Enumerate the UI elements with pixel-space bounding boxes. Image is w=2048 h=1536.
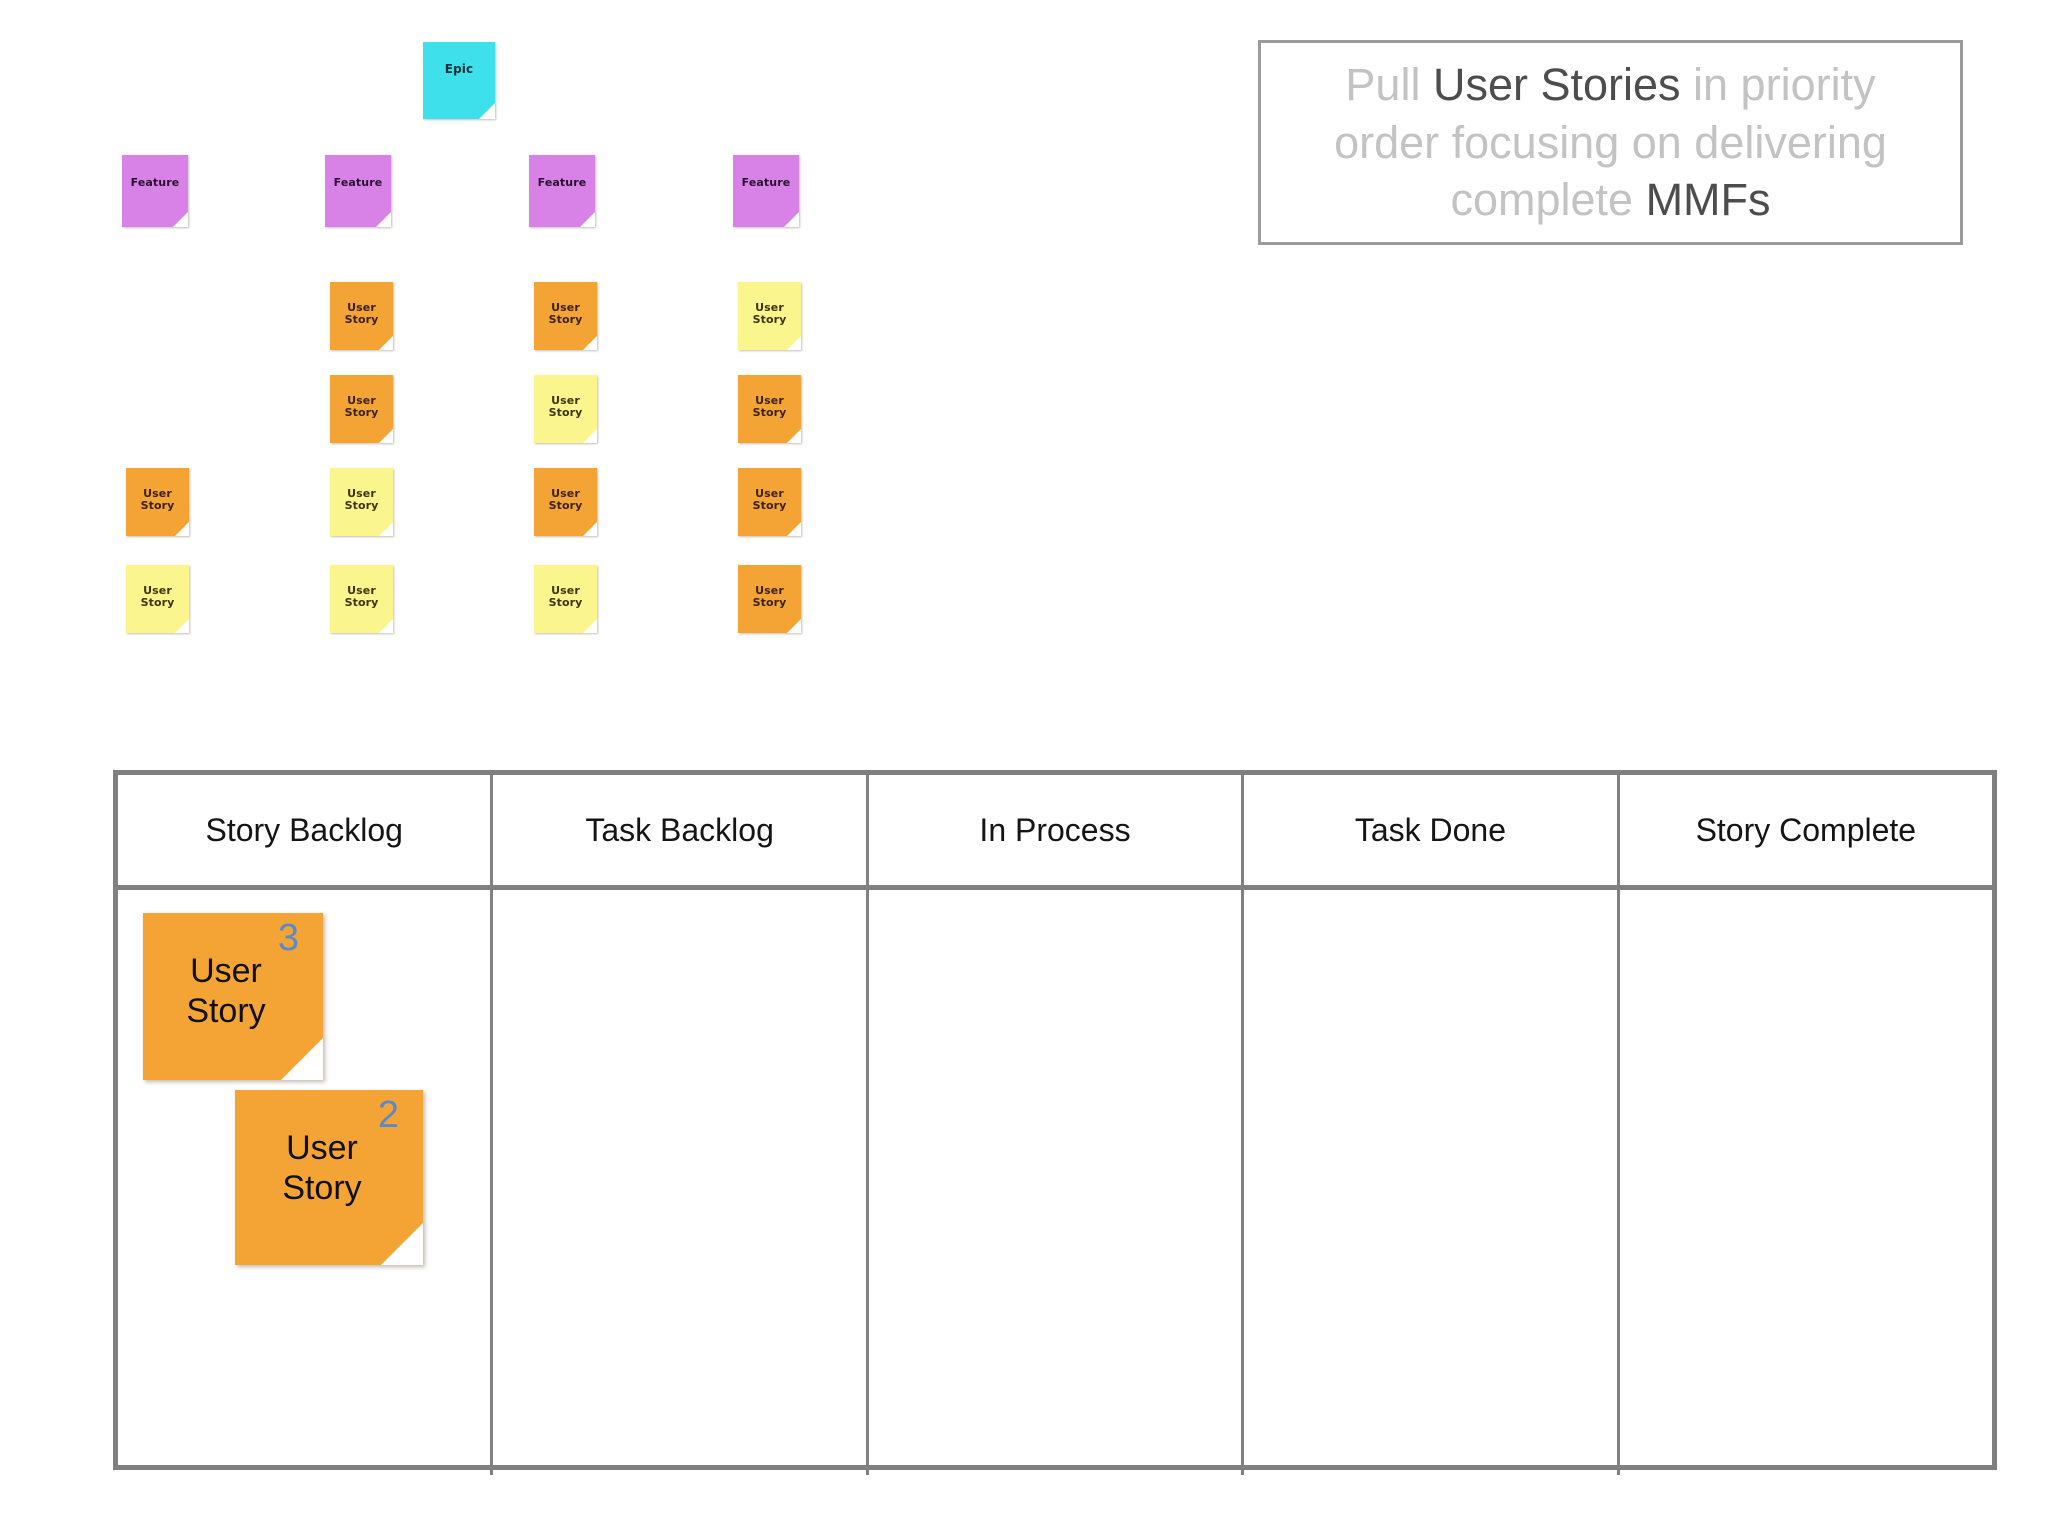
sticky-note-label: Feature <box>537 176 587 189</box>
sticky-note-label: User Story <box>752 486 787 512</box>
callout-emphasis-mmfs: MMFs <box>1645 174 1771 226</box>
sticky-note-user-story[interactable]: User Story <box>330 565 393 633</box>
sticky-note-label: User Story <box>752 393 787 419</box>
sticky-note-user-story[interactable]: User Story <box>126 468 189 536</box>
kanban-column-story-backlog[interactable]: 3 User Story 2 User Story <box>118 890 494 1475</box>
sticky-note-user-story[interactable]: User Story <box>534 468 597 536</box>
sticky-note-feature-2[interactable]: Feature <box>325 155 391 227</box>
story-point-count: 2 <box>377 1094 399 1136</box>
sticky-note-user-story[interactable]: User Story <box>738 375 801 443</box>
sticky-note-label: Epic <box>444 62 474 76</box>
callout-part-2: in priority order focusing on delivering… <box>1334 59 1887 226</box>
kanban-column-header-in-process[interactable]: In Process <box>869 775 1245 885</box>
sticky-note-label: User Story <box>344 300 379 326</box>
sticky-note-label: User Story <box>548 300 583 326</box>
board-sticky-note-user-story-2[interactable]: 2 User Story <box>235 1090 423 1265</box>
sticky-note-label: User Story <box>344 393 379 419</box>
kanban-board: Story Backlog Task Backlog In Process Ta… <box>113 770 1997 1475</box>
sticky-note-label: User Story <box>344 486 379 512</box>
sticky-note-user-story[interactable]: User Story <box>534 375 597 443</box>
sticky-note-feature-4[interactable]: Feature <box>733 155 799 227</box>
column-header-label: In Process <box>979 811 1131 848</box>
sticky-note-user-story[interactable]: User Story <box>738 282 801 350</box>
sticky-note-feature-1[interactable]: Feature <box>122 155 188 227</box>
kanban-column-header-task-backlog[interactable]: Task Backlog <box>493 775 869 885</box>
story-point-count: 3 <box>277 917 299 959</box>
callout-emphasis-user-stories: User Stories <box>1432 59 1681 111</box>
sticky-note-label: User Story <box>752 583 787 609</box>
kanban-column-task-backlog[interactable] <box>493 890 869 1475</box>
kanban-column-header-story-backlog[interactable]: Story Backlog <box>118 775 494 885</box>
callout-part-1: Pull <box>1345 59 1433 111</box>
sticky-note-epic[interactable]: Epic <box>423 42 495 119</box>
sticky-note-label: Feature <box>130 176 180 189</box>
story-map-canvas: Epic Feature Feature Feature Feature Use… <box>0 0 900 690</box>
board-sticky-note-label: User Story <box>282 1129 362 1208</box>
sticky-note-user-story[interactable]: User Story <box>330 375 393 443</box>
sticky-note-label: Feature <box>741 176 791 189</box>
board-sticky-note-user-story-1[interactable]: 3 User Story <box>143 913 323 1080</box>
column-header-label: Story Backlog <box>205 811 403 848</box>
column-header-label: Task Done <box>1354 811 1507 848</box>
kanban-column-in-process[interactable] <box>869 890 1245 1475</box>
sticky-note-user-story[interactable]: User Story <box>330 282 393 350</box>
kanban-header-row: Story Backlog Task Backlog In Process Ta… <box>118 775 1992 890</box>
column-header-label: Story Complete <box>1695 811 1917 848</box>
sticky-note-user-story[interactable]: User Story <box>126 565 189 633</box>
sticky-note-label: User Story <box>140 486 175 512</box>
kanban-column-header-story-complete[interactable]: Story Complete <box>1620 775 1992 885</box>
sticky-note-user-story[interactable]: User Story <box>534 282 597 350</box>
sticky-note-user-story[interactable]: User Story <box>738 468 801 536</box>
sticky-note-user-story[interactable]: User Story <box>738 565 801 633</box>
sticky-note-label: User Story <box>140 583 175 609</box>
sticky-note-label: Feature <box>333 176 383 189</box>
column-header-label: Task Backlog <box>585 811 774 848</box>
sticky-note-label: User Story <box>548 486 583 512</box>
kanban-body-row: 3 User Story 2 User Story <box>118 890 1992 1475</box>
sticky-note-label: User Story <box>548 393 583 419</box>
sticky-note-label: User Story <box>752 300 787 326</box>
sticky-note-label: User Story <box>344 583 379 609</box>
board-sticky-note-label: User Story <box>186 952 266 1031</box>
kanban-column-story-complete[interactable] <box>1620 890 1992 1475</box>
kanban-column-task-done[interactable] <box>1244 890 1620 1475</box>
sticky-note-user-story[interactable]: User Story <box>534 565 597 633</box>
instruction-callout-text: Pull User Stories in priority order focu… <box>1287 56 1934 229</box>
sticky-note-feature-3[interactable]: Feature <box>529 155 595 227</box>
kanban-column-header-task-done[interactable]: Task Done <box>1244 775 1620 885</box>
sticky-note-user-story[interactable]: User Story <box>330 468 393 536</box>
sticky-note-label: User Story <box>548 583 583 609</box>
instruction-callout-box: Pull User Stories in priority order focu… <box>1258 40 1963 245</box>
